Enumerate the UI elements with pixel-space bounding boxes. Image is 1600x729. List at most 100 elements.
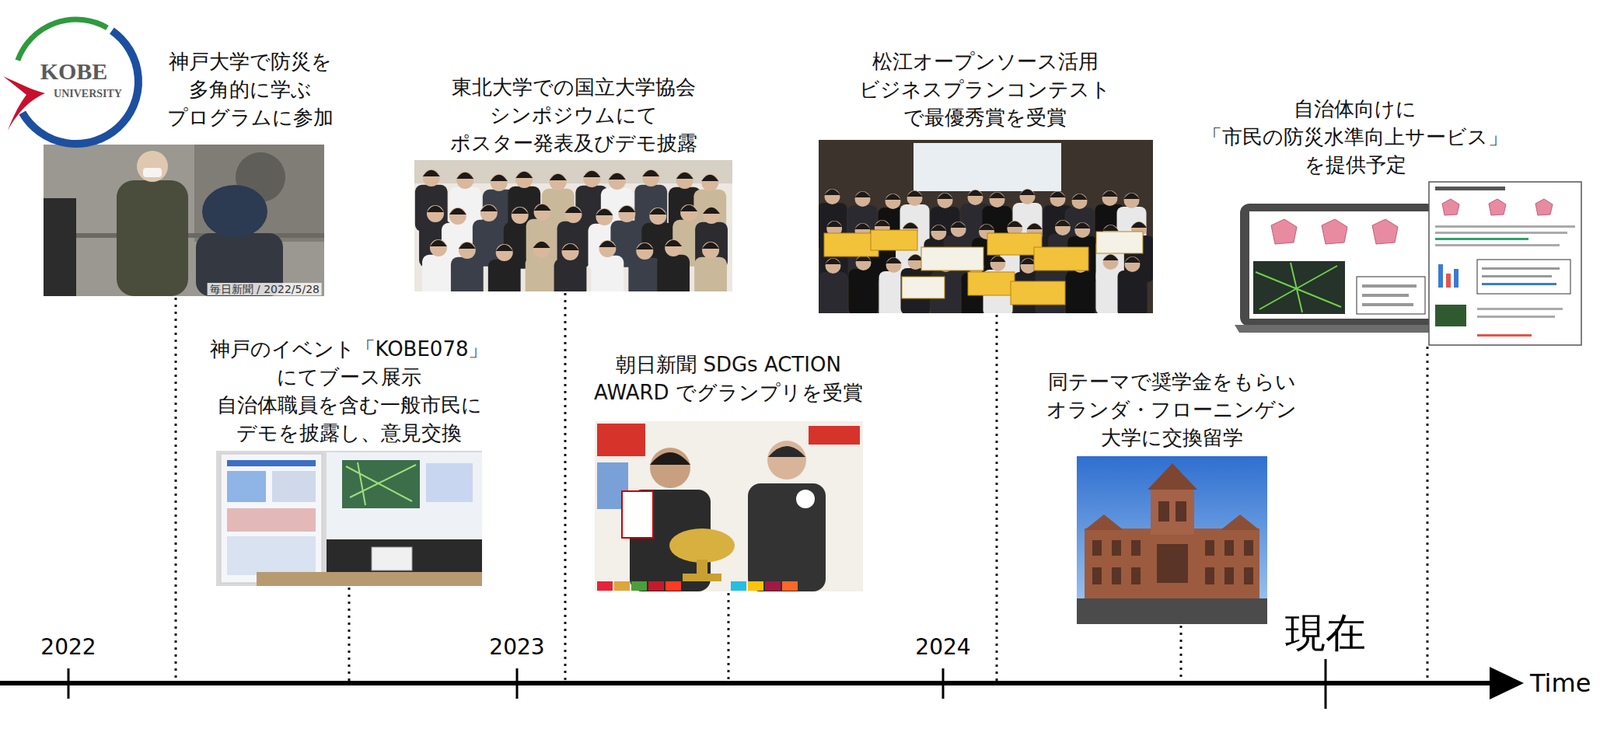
person-hair: [902, 223, 919, 230]
person-hair: [635, 243, 654, 250]
photo-contest: [913, 143, 1062, 192]
prize-board: [967, 272, 1015, 296]
person-head: [496, 244, 514, 262]
photo-tour: [143, 167, 162, 178]
report-document: [1446, 273, 1451, 288]
person-hair: [1020, 189, 1036, 196]
photo-contest: [817, 139, 1154, 320]
prize-board: [870, 230, 918, 251]
person-head: [824, 188, 841, 205]
person-body: [1117, 270, 1148, 314]
person-hair: [1131, 222, 1147, 229]
person-head: [429, 239, 448, 257]
person-body: [656, 255, 690, 292]
photo-award: [649, 452, 691, 465]
person-hair: [1055, 220, 1071, 228]
person-head: [701, 174, 719, 192]
person-hair: [642, 170, 660, 177]
person-head: [1124, 192, 1140, 209]
photo-award: [767, 440, 807, 480]
person-head: [1102, 190, 1118, 207]
person-head: [664, 239, 682, 257]
photo-booth: [216, 450, 483, 587]
person-head: [855, 191, 871, 207]
photo-booth: [220, 454, 322, 584]
crowd: [415, 169, 728, 292]
person-head: [635, 242, 654, 260]
person-hair: [456, 172, 474, 179]
person-body: [694, 257, 727, 292]
person-head: [1074, 222, 1090, 238]
person-hair: [826, 221, 842, 228]
laptop-screen: [1271, 219, 1297, 245]
person-hair: [702, 242, 720, 249]
person-hair: [702, 207, 720, 214]
report-document: [1435, 244, 1560, 247]
person-head: [950, 221, 967, 238]
photo-university-building: [1156, 544, 1188, 584]
photo-university-building: [1076, 456, 1268, 625]
person-hair: [480, 205, 498, 212]
person-head: [1050, 191, 1066, 207]
sdg-strip: [665, 581, 682, 591]
prize-board: [901, 276, 945, 299]
photo-tour: [43, 144, 325, 297]
person-body: [818, 272, 849, 314]
person-body: [525, 256, 559, 292]
photo-tour: [194, 144, 325, 242]
report-document: [1488, 199, 1506, 216]
event-caption: 朝日新聞 SDGs ACTION AWARD でグランプリを受賞: [580, 350, 877, 407]
photo-booth: [371, 547, 413, 571]
photo-award: [796, 489, 815, 509]
person-hair: [1072, 194, 1088, 201]
person-hair: [701, 174, 719, 182]
person-hair: [1103, 255, 1119, 262]
person-hair: [1124, 257, 1141, 264]
axis-label: Time: [1530, 669, 1591, 699]
person-head: [642, 169, 660, 187]
photo-credit: 毎日新聞 / 2022/5/28: [207, 282, 322, 296]
photo-award: [649, 447, 691, 489]
photo-tour: [43, 198, 77, 297]
person-hair: [1050, 192, 1066, 199]
event-caption: 松江オープンソース活用 ビジネスプランコンテスト で最優秀賞を受賞: [852, 47, 1118, 132]
laptop-screen: [1362, 293, 1409, 297]
photo-university-building: [1220, 514, 1260, 531]
photo-booth: [227, 471, 266, 503]
photo-booth: [227, 460, 316, 467]
person-hair: [1124, 193, 1140, 200]
person-head: [490, 174, 508, 192]
person-hair: [429, 240, 448, 247]
person-hair: [595, 209, 613, 216]
report-document: [1481, 275, 1552, 278]
person-head: [1124, 256, 1141, 273]
time-axis: [1324, 659, 1328, 710]
photo-university-building: [1158, 501, 1170, 522]
person-hair: [990, 256, 1007, 263]
prize-board: [1034, 247, 1089, 271]
person-head: [937, 192, 954, 209]
laptop-screen: [1372, 219, 1398, 245]
report-document: [1453, 268, 1459, 288]
photo-university-building: [1131, 540, 1141, 556]
caption-text: 朝日新聞 SDGs ACTION AWARD でグランプリを受賞: [580, 350, 877, 407]
now-label: 現在: [1285, 610, 1366, 657]
photo-university-building: [1205, 567, 1215, 585]
photo-booth: [216, 450, 483, 587]
photo-booth: [426, 463, 473, 503]
person-hair: [515, 171, 533, 179]
person-hair: [608, 173, 626, 180]
photo-tour: [43, 144, 325, 297]
photo-award: [669, 528, 735, 563]
report-document: [1481, 267, 1560, 270]
person-hair: [449, 208, 467, 215]
person-hair: [664, 240, 682, 247]
person-head: [967, 189, 984, 206]
sdg-strip: [747, 581, 764, 591]
laptop-screen: [1240, 203, 1436, 327]
report-document: [1428, 181, 1582, 346]
photo-symposium: [414, 160, 733, 307]
person-head: [458, 241, 476, 259]
person-body: [422, 255, 455, 292]
